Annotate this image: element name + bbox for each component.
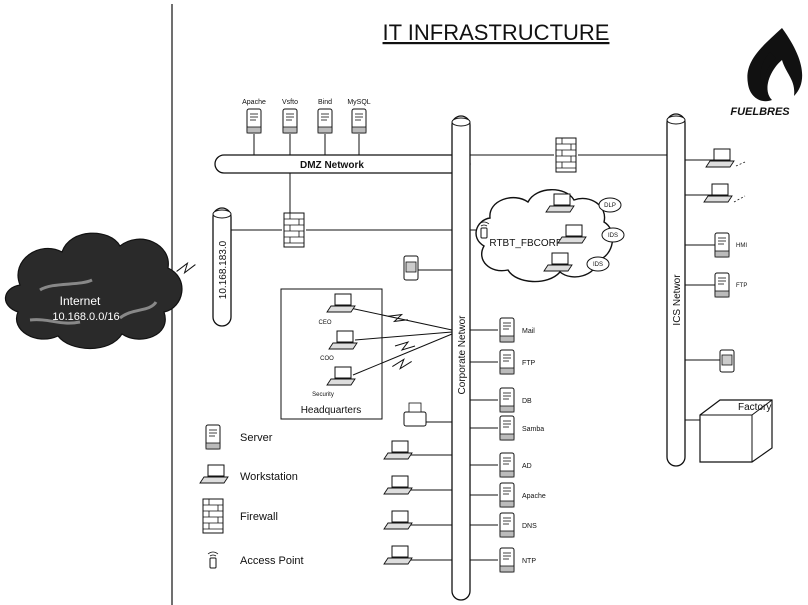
- ics-server-label: FTP: [736, 283, 747, 289]
- ics-server-label: HMI: [736, 243, 747, 249]
- dmz-server-label: Bind: [318, 99, 332, 106]
- ics-server-icon: [715, 233, 729, 257]
- factory-label: Factory: [738, 402, 771, 413]
- dmz-server-mysql: [352, 109, 366, 133]
- wireless-link-icon: [175, 261, 197, 275]
- corp-server-icon: [500, 318, 514, 342]
- hq-user-label: Security: [312, 392, 334, 398]
- corp-server-label: DB: [522, 398, 532, 405]
- ics-device-icon: [720, 350, 734, 372]
- legend-workstation-label: Workstation: [240, 471, 298, 483]
- corp-server-label: NTP: [522, 558, 536, 565]
- legend-firewall-icon: [203, 499, 223, 533]
- corp-server-label: AD: [522, 463, 532, 470]
- internet-subnet-label: 10.168.0.0/16: [52, 311, 119, 323]
- corp-server-label: Mail: [522, 328, 535, 335]
- corp-server-icon: [500, 350, 514, 374]
- dmz-server-vsfto: [283, 109, 297, 133]
- ics-workstation-icon: [704, 184, 732, 202]
- dmz-server-apache: [247, 109, 261, 133]
- dmz-network-label: DMZ Network: [300, 160, 364, 171]
- ics-server-icon: [715, 273, 729, 297]
- corp-server-label: Apache: [522, 493, 546, 500]
- corp-server-icon: [500, 388, 514, 412]
- dmz-servers: [254, 134, 359, 155]
- corp-server-icon: [500, 416, 514, 440]
- corp-server-icon: [500, 483, 514, 507]
- corp-workstation-icon: [384, 546, 412, 564]
- dmz-server-label: Apache: [242, 99, 266, 106]
- corp-workstation-icon: [384, 476, 412, 494]
- dmz-server-label: Vsfto: [282, 99, 298, 106]
- cloud-node-label: IDS: [593, 262, 603, 268]
- hq-workstation-icon: [327, 367, 355, 385]
- corp-server-label: DNS: [522, 523, 537, 530]
- legend-firewall-label: Firewall: [240, 511, 278, 523]
- wireless-link-icon: [387, 312, 408, 323]
- corp-server-icon: [500, 513, 514, 537]
- fuelbres-logo: [747, 28, 802, 101]
- dmz-server-bind: [318, 109, 332, 133]
- legend-access-point-label: Access Point: [240, 555, 304, 567]
- dmz-server-label: MySQL: [347, 99, 370, 106]
- internet-cloud: [5, 233, 182, 348]
- hq-user-label: COO: [320, 356, 334, 362]
- printer-icon: [404, 403, 426, 426]
- cloud-node-label: DLP: [604, 203, 616, 209]
- corp-server-icon: [500, 453, 514, 477]
- ics-workstation-icon: [706, 149, 734, 167]
- cloud-label: RTBT_FBCORP: [489, 238, 562, 249]
- legend-server-icon: [206, 425, 220, 449]
- ics-network-label: ICS Networ: [672, 274, 683, 326]
- internet-label: Internet: [60, 294, 101, 308]
- wireless-link-icon: [395, 342, 415, 350]
- corp-server-label: Samba: [522, 426, 544, 433]
- corp-workstation-icon: [384, 441, 412, 459]
- firewall-icon: [284, 213, 304, 247]
- hq-workstation-icon: [327, 294, 355, 312]
- hq-workstation-icon: [329, 331, 357, 349]
- hq-user-label: CEO: [318, 320, 331, 326]
- ics-link-dashed: [736, 162, 745, 166]
- ics-link-dashed: [734, 196, 745, 202]
- legend-access-point-icon: [208, 552, 218, 568]
- cloud-node-label: IDS: [608, 233, 618, 239]
- firewall-icon: [556, 138, 576, 172]
- wireless-link-icon: [391, 358, 412, 371]
- corp-server-icon: [500, 548, 514, 572]
- legend-server-label: Server: [240, 432, 273, 444]
- legend-workstation-icon: [200, 465, 228, 483]
- page-title: IT INFRASTRUCTURE: [383, 20, 610, 45]
- corp-workstation-icon: [384, 511, 412, 529]
- edge-network-label: 10.168.183.0: [218, 240, 229, 299]
- corp-server-label: FTP: [522, 360, 536, 367]
- corporate-network-label: Corporate Networ: [457, 315, 468, 395]
- brand-name: FUELBRES: [730, 106, 790, 118]
- headquarters-label: Headquarters: [301, 405, 362, 416]
- printer-icon: [404, 256, 418, 280]
